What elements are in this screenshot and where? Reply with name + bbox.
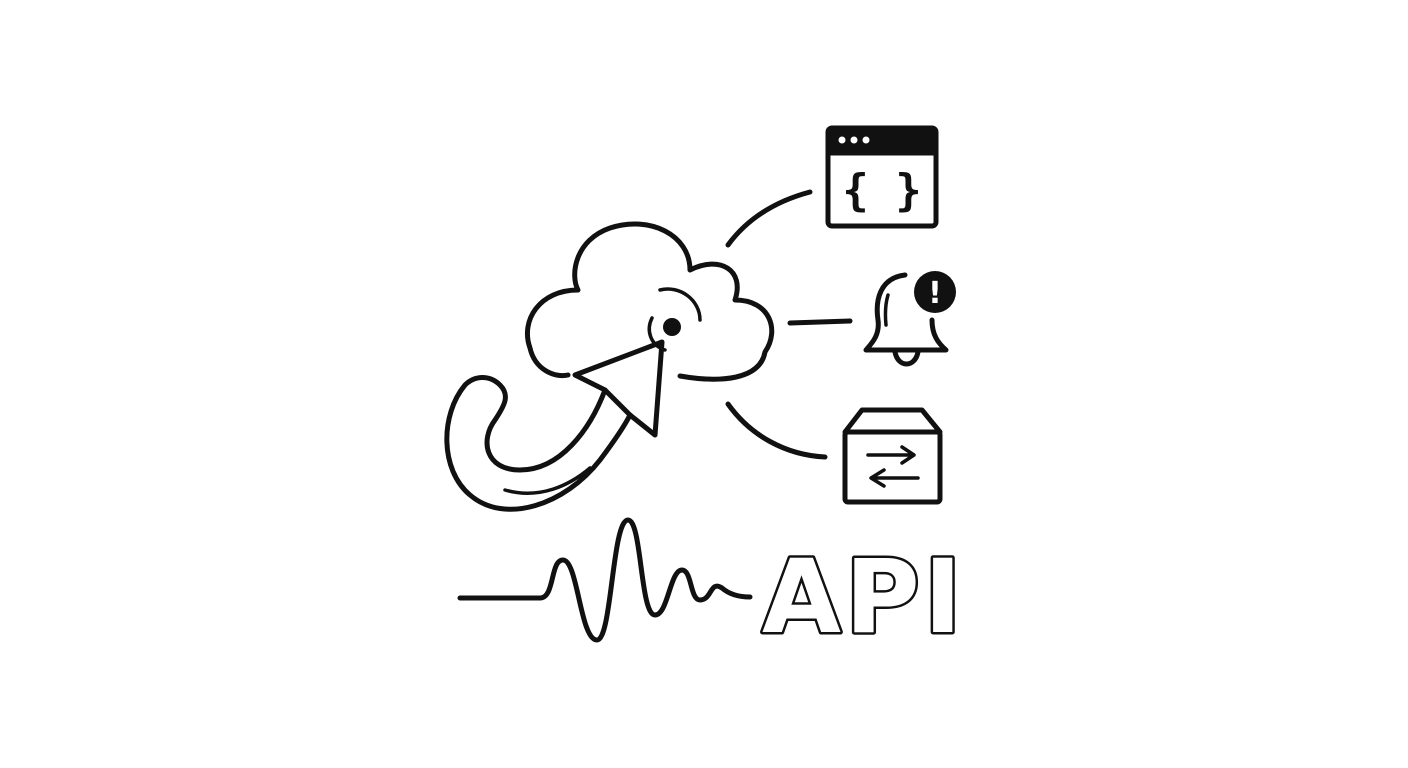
cloud-icon <box>524 221 775 382</box>
signal-wave-icon <box>457 517 753 643</box>
alert-exclamation-glyph: ! <box>928 276 942 311</box>
code-window-icon: { } <box>825 125 939 229</box>
bell-alert-icon: ! <box>863 271 956 367</box>
connector-to-box <box>725 401 828 460</box>
curved-arrow-icon <box>444 339 665 512</box>
connector-to-code-window <box>725 189 813 248</box>
connector-to-bell <box>787 318 853 326</box>
connector-lines <box>725 189 853 460</box>
transfer-box-icon <box>842 407 943 505</box>
cloud-eye-icon <box>663 318 681 336</box>
code-braces-glyph: { } <box>842 165 921 216</box>
api-label: API <box>762 538 966 657</box>
